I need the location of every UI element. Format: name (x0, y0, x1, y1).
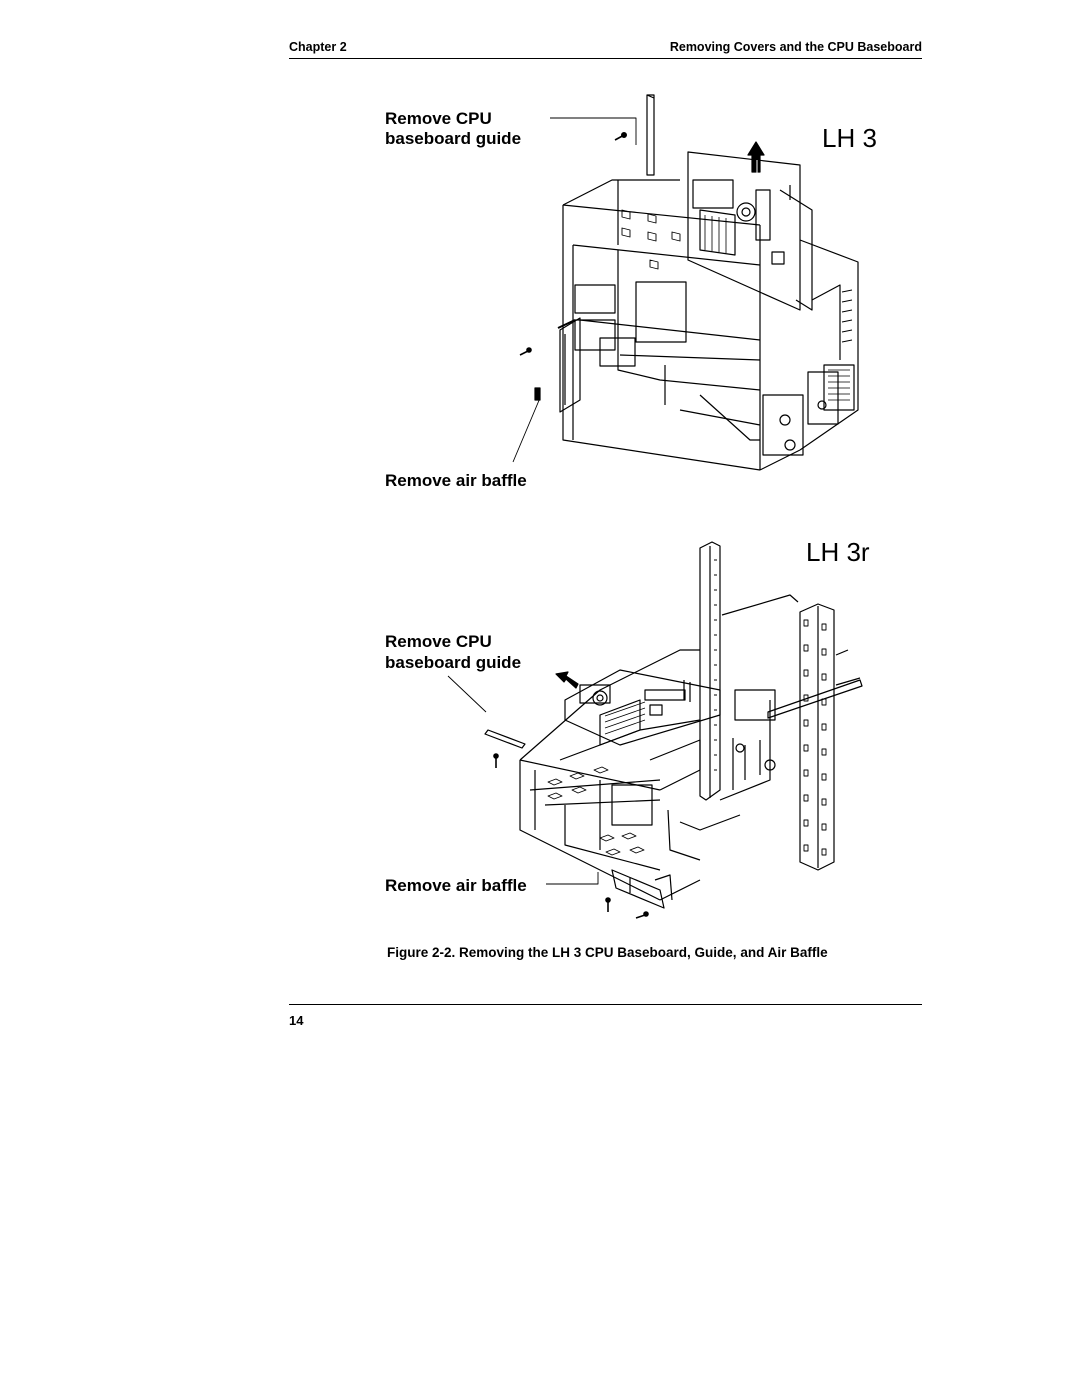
lh3-model-label: LH 3 (822, 123, 877, 153)
header-section-title: Removing Covers and the CPU Baseboard (669, 40, 922, 54)
lh3r-baffle-label: Remove air baffle (385, 876, 527, 895)
figure-caption: Figure 2-2. Removing the LH 3 CPU Basebo… (387, 945, 828, 960)
lh3r-guide-label-line2: baseboard guide (385, 653, 522, 672)
header-rule (289, 58, 922, 59)
lh3-guide-label-line1: Remove CPU (385, 109, 492, 128)
lh3-guide-label-line2: baseboard guide (385, 129, 522, 148)
lh3-chassis-drawing (512, 94, 859, 471)
page-number: 14 (289, 1013, 304, 1028)
lh3r-guide-label-line1: Remove CPU (385, 632, 492, 651)
lh3r-model-label: LH 3r (806, 537, 870, 567)
lh3-baffle-label: Remove air baffle (385, 471, 527, 490)
footer-rule (289, 1004, 922, 1005)
header-chapter: Chapter 2 (289, 40, 347, 54)
lh3r-rack-drawing (447, 541, 863, 919)
